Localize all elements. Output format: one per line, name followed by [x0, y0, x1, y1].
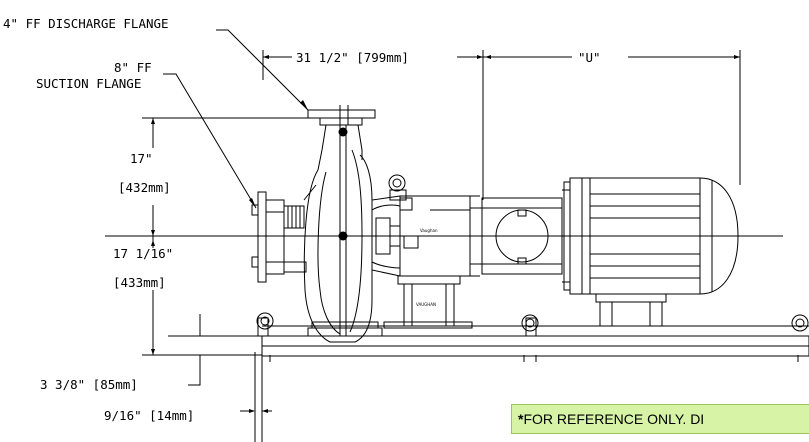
base-frame — [256, 312, 809, 362]
pump-volute — [303, 105, 383, 343]
suction-flange-label-line2: SUCTION FLANGE — [36, 76, 141, 91]
dim-lower-mm-label: [433mm] — [113, 275, 166, 290]
dim-rail — [240, 352, 272, 442]
motor — [563, 177, 739, 327]
suction-flange-leader — [163, 73, 257, 209]
reference-note-box: *FOR REFERENCE ONLY. DI — [511, 404, 809, 434]
bearing-pedestal — [383, 275, 473, 329]
coupling-adapter — [481, 189, 570, 283]
dim-u-label: "U" — [578, 50, 601, 65]
pedestal-mark-label: VAUGHAN — [416, 302, 436, 307]
discharge-flange-label: 4" FF DISCHARGE FLANGE — [3, 16, 169, 31]
dim-u-line — [482, 50, 741, 200]
suction-flange-label-line1: 8" FF — [114, 60, 152, 75]
reference-note-text: FOR REFERENCE ONLY. DI — [523, 411, 705, 427]
discharge-flange-leader — [216, 29, 309, 111]
bearing-frame — [371, 174, 483, 277]
dim-length-line — [262, 50, 483, 80]
dim-upper-mm-label: [432mm] — [118, 180, 171, 195]
suction-inlet — [251, 184, 317, 283]
dim-rail-label: 9/16" [14mm] — [104, 408, 194, 423]
dim-upper-inch-label: 17" — [130, 151, 153, 166]
dim-vertical-lines — [142, 117, 320, 386]
reference-note-asterisk: * — [518, 411, 524, 427]
brand-mark-label: Vaughan — [420, 228, 438, 233]
dim-length-label: 31 1/2" [799mm] — [296, 50, 409, 65]
dim-base-height-label: 3 3/8" [85mm] — [40, 377, 138, 392]
dim-lower-inch-label: 17 1/16" — [113, 246, 173, 261]
